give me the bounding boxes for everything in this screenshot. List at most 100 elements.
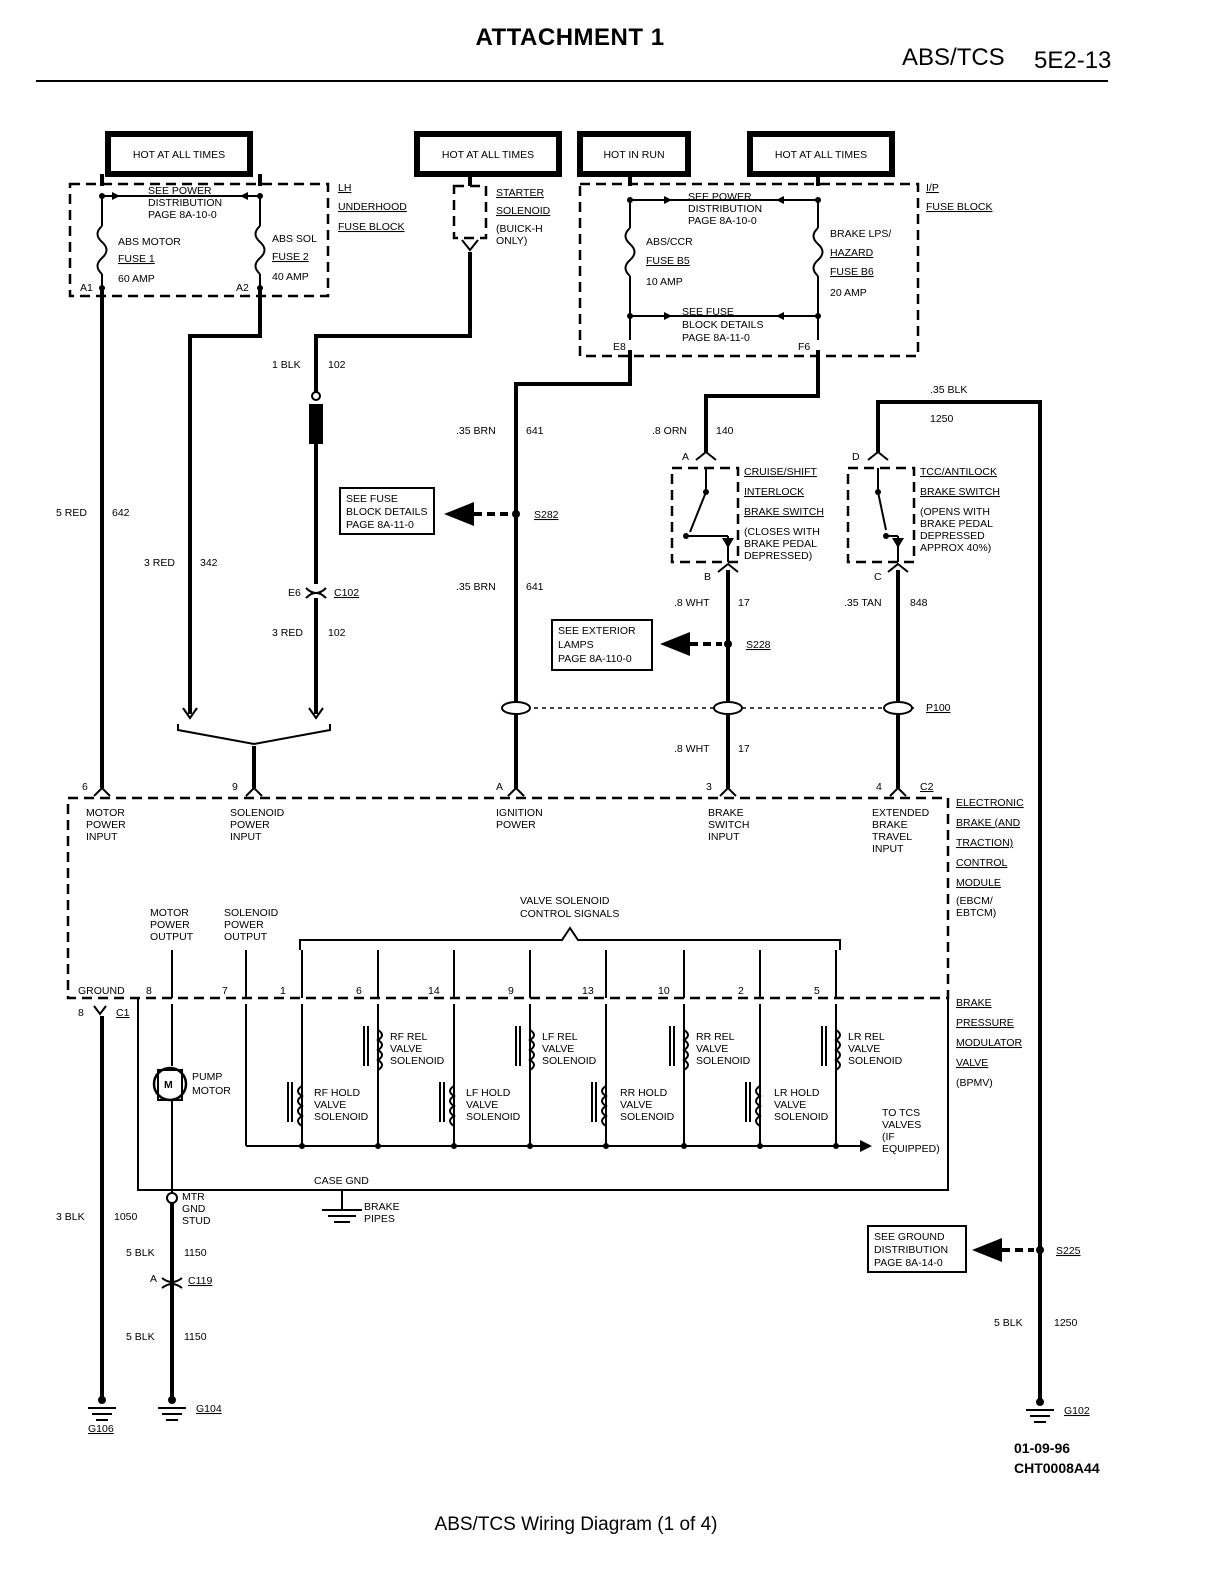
ground-g102: G102 <box>1026 1398 1090 1423</box>
mtr-stud-label: MTR <box>182 1191 205 1203</box>
input-label: SWITCH <box>708 819 749 831</box>
c102-pin: E6 <box>288 587 301 599</box>
lh-block-label: FUSE BLOCK <box>338 221 405 233</box>
motor-output-label: MOTOR <box>150 907 189 919</box>
starter-label: (BUICK-H <box>496 223 543 235</box>
svg-text:G104: G104 <box>196 1403 222 1415</box>
solenoid-label: VALVE <box>696 1043 728 1055</box>
switch-label: DEPRESSED <box>920 530 985 542</box>
wire-848-circuit: 848 <box>910 597 928 609</box>
solenoid-label: VALVE <box>620 1099 652 1111</box>
c119-pin: A <box>150 1273 157 1285</box>
module-label: ELECTRONIC <box>956 797 1024 809</box>
svg-text:G106: G106 <box>88 1423 114 1435</box>
solenoid-label: SOLENOID <box>696 1055 751 1067</box>
input-label: BRAKE <box>708 807 744 819</box>
pin-f6: F6 <box>798 341 810 353</box>
fuse-b6-line: HAZARD <box>830 247 874 259</box>
solenoid-label: LR HOLD <box>774 1087 820 1099</box>
switch-label: BRAKE SWITCH <box>920 486 1000 498</box>
wire-1250-top-gauge: .35 BLK <box>930 384 967 396</box>
output-pin: 6 <box>356 985 362 997</box>
page-number: 5E2-13 <box>1034 47 1112 74</box>
case-ground-label: CASE GND <box>314 1175 369 1187</box>
output-pin: 5 <box>814 985 820 997</box>
mtr-stud-label: GND <box>182 1203 206 1215</box>
pump-label: PUMP <box>192 1071 222 1083</box>
wire-1050-gauge: 3 BLK <box>56 1211 85 1223</box>
switch-label: CRUISE/SHIFT <box>744 466 818 478</box>
tcs-note: VALVES <box>882 1119 921 1131</box>
fuse-b6-line: FUSE B6 <box>830 266 874 278</box>
fuse2-line: ABS SOL <box>272 233 317 245</box>
switch-label: (CLOSES WITH <box>744 526 820 538</box>
input-pin: 9 <box>232 781 238 793</box>
wire-642-circuit: 642 <box>112 507 130 519</box>
solenoid-label: SOLENOID <box>466 1111 521 1123</box>
solenoid-label: LF HOLD <box>466 1087 511 1099</box>
switch-label: (OPENS WITH <box>920 506 990 518</box>
bpmv: BRAKE PRESSURE MODULATOR VALVE (BPMV) M … <box>137 997 1023 1225</box>
input-pin: A <box>496 781 503 793</box>
wire-1150a-circuit: 1150 <box>184 1247 207 1259</box>
lh-block-label: LH <box>338 182 351 194</box>
connector-c2: C2 <box>920 781 934 793</box>
svg-text:G102: G102 <box>1064 1405 1090 1417</box>
input-label: POWER <box>230 819 270 831</box>
tcs-note: TO TCS <box>882 1107 920 1119</box>
coil-icons <box>287 1026 841 1127</box>
starter-solenoid: STARTER SOLENOID (BUICK-H ONLY) <box>452 174 551 252</box>
tcc-antilock-brake-switch: D C TCC/ANTILOCK BRAKE SWITCH (OPENS WIT… <box>846 450 1000 583</box>
wire-1250-bottom-circuit: 1250 <box>1054 1317 1078 1329</box>
switch-label: BRAKE PEDAL <box>920 518 993 530</box>
drawing-date: 01-09-96 <box>1014 1440 1071 1456</box>
c102-connector: C102 <box>334 587 359 599</box>
input-pin: 3 <box>706 781 712 793</box>
cruise-shift-interlock-switch: A B CRUISE/SHIFT INTERLOCK BRAKE SWITCH … <box>670 450 824 583</box>
solenoid-label: SOLENOID <box>390 1055 445 1067</box>
ip-block-label: FUSE BLOCK <box>926 201 993 213</box>
wire-17a-circuit: 17 <box>738 597 750 609</box>
wire-102a-circuit: 102 <box>328 359 346 371</box>
fuse-b6-line: BRAKE LPS/ <box>830 228 891 240</box>
connector-c119: C119 <box>188 1275 212 1287</box>
callout-line: LAMPS <box>558 639 594 651</box>
bpmv-label: (BPMV) <box>956 1077 993 1089</box>
ground-label: GROUND <box>78 985 125 997</box>
solenoid-output-label: OUTPUT <box>224 931 268 943</box>
output-pin: 14 <box>428 985 440 997</box>
input-label: POWER <box>86 819 126 831</box>
figure-caption: ABS/TCS Wiring Diagram (1 of 4) <box>434 1514 718 1535</box>
module-input-terminals <box>93 786 907 797</box>
pin-a2: A2 <box>236 282 249 294</box>
fuse-b5-line: FUSE B5 <box>646 255 690 267</box>
lh-note-line: DISTRIBUTION <box>148 197 222 209</box>
fuse2-line: FUSE 2 <box>272 251 309 263</box>
splice-s228: S228 <box>746 639 771 651</box>
ground-g106: G106 <box>88 1396 116 1435</box>
fuse-b6-line: 20 AMP <box>830 287 867 299</box>
wire-17b-gauge: .8 WHT <box>674 743 710 755</box>
drawing-code-block: 01-09-96 CHT0008A44 <box>1014 1438 1100 1478</box>
callout-line: BLOCK DETAILS <box>346 506 428 518</box>
section-label: ABS/TCS <box>902 44 1005 71</box>
bpmv-label: MODULATOR <box>956 1037 1023 1049</box>
fuse-b5-line: 10 AMP <box>646 276 683 288</box>
passthrough-p100: P100 <box>926 702 951 714</box>
input-label: MOTOR <box>86 807 125 819</box>
lh-underhood-fuse-block: SEE POWER DISTRIBUTION PAGE 8A-10-0 ABS … <box>68 182 407 298</box>
callout-fuse-details: SEE FUSE BLOCK DETAILS PAGE 8A-11-0 <box>339 487 510 535</box>
ip-block-label: I/P <box>926 182 939 194</box>
starter-label: STARTER <box>496 187 544 199</box>
solenoid-label: LF REL <box>542 1031 578 1043</box>
ip-note-top: PAGE 8A-10-0 <box>688 215 757 227</box>
input-label: INPUT <box>86 831 118 843</box>
switch-label: BRAKE PEDAL <box>744 538 817 550</box>
ebcm-module: 6 9 A 3 4 C2 MOTOR POWER INPUT SOLENOID … <box>66 781 1024 1000</box>
input-label: INPUT <box>230 831 262 843</box>
solenoid-label: VALVE <box>542 1043 574 1055</box>
input-label: TRAVEL <box>872 831 912 843</box>
module-label: MODULE <box>956 877 1001 889</box>
input-label: POWER <box>496 819 536 831</box>
switch-label: APPROX 40%) <box>920 542 991 554</box>
